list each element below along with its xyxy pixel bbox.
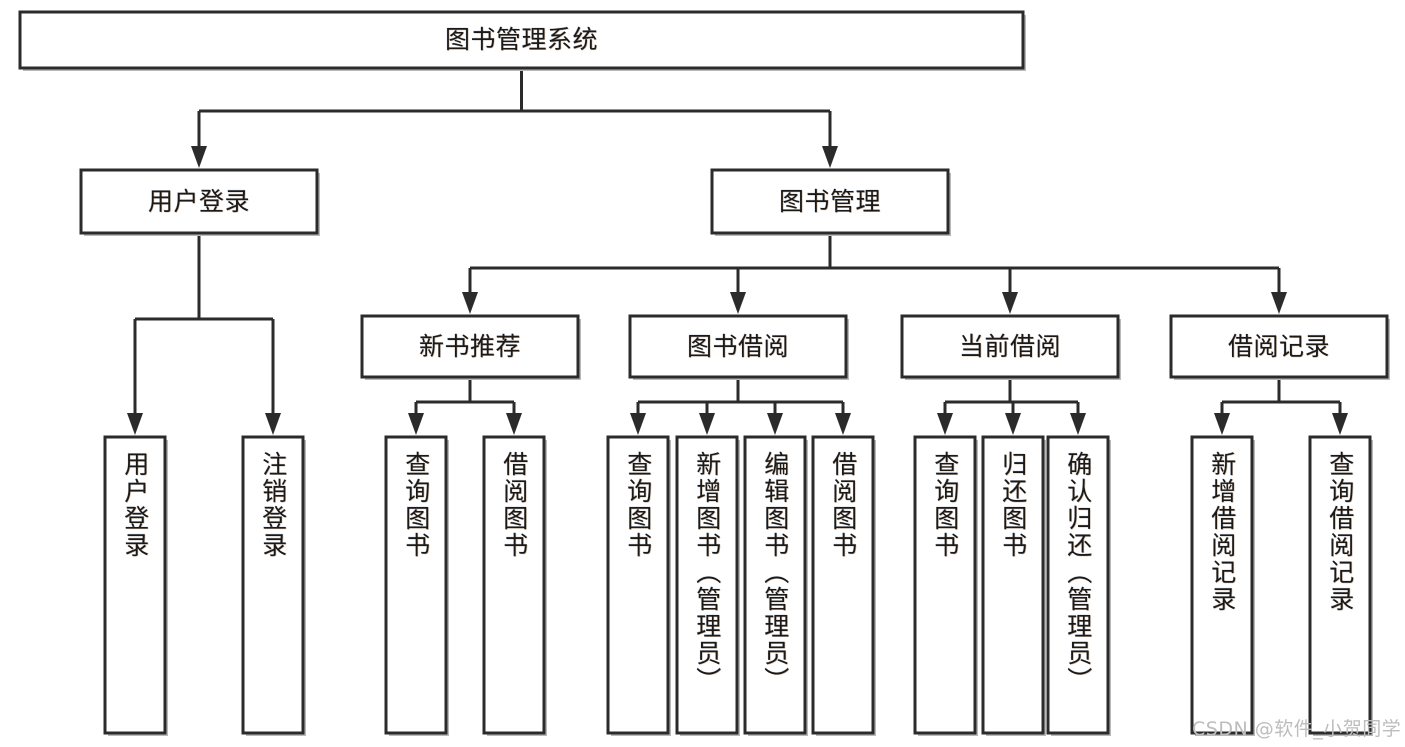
node-box-new-book-rec[interactable] <box>360 314 580 379</box>
node-box-leaf-query-record[interactable] <box>1308 435 1372 735</box>
arrow-head <box>630 413 646 435</box>
edges-layer <box>127 68 1348 435</box>
node-box-book-manage[interactable] <box>710 168 950 235</box>
node-box-leaf-borrow-book-2[interactable] <box>811 435 875 735</box>
arrow-head <box>730 292 746 314</box>
node-box-leaf-return-book[interactable] <box>981 435 1045 735</box>
node-box-leaf-add-book[interactable] <box>675 435 739 735</box>
node-box-leaf-confirm-return[interactable] <box>1046 435 1110 735</box>
node-box-borrow-record[interactable] <box>1169 314 1389 379</box>
arrow-head <box>1332 413 1348 435</box>
node-box-leaf-add-record[interactable] <box>1190 435 1254 735</box>
arrow-head <box>1002 292 1018 314</box>
arrow-head <box>937 413 953 435</box>
arrow-head <box>506 413 522 435</box>
arrow-head <box>835 413 851 435</box>
arrow-head <box>1005 413 1021 435</box>
arrow-head <box>408 413 424 435</box>
arrow-head <box>1070 413 1086 435</box>
arrow-head <box>1214 413 1230 435</box>
node-box-leaf-borrow-book-1[interactable] <box>482 435 546 735</box>
arrow-head <box>127 413 143 435</box>
node-box-book-borrow[interactable] <box>628 314 848 379</box>
node-box-leaf-query-book-3[interactable] <box>913 435 977 735</box>
node-box-leaf-user-logout[interactable] <box>241 435 305 735</box>
node-box-leaf-query-book-1[interactable] <box>384 435 448 735</box>
arrow-head <box>265 413 281 435</box>
node-box-leaf-edit-book[interactable] <box>743 435 807 735</box>
nodes-layer <box>18 10 1390 736</box>
csdn-watermark: CSDN @软件_小贺同学 <box>1192 718 1402 740</box>
node-box-current-borrow[interactable] <box>900 314 1120 379</box>
arrow-head <box>767 413 783 435</box>
arrow-head <box>699 413 715 435</box>
node-box-root[interactable] <box>18 10 1025 70</box>
arrow-head <box>191 146 207 168</box>
arrow-head <box>822 146 838 168</box>
arrow-head <box>1271 292 1287 314</box>
node-box-leaf-query-book-2[interactable] <box>606 435 670 735</box>
arrow-head <box>462 292 478 314</box>
node-box-user-login[interactable] <box>79 168 319 235</box>
node-box-leaf-user-login[interactable] <box>103 435 167 735</box>
